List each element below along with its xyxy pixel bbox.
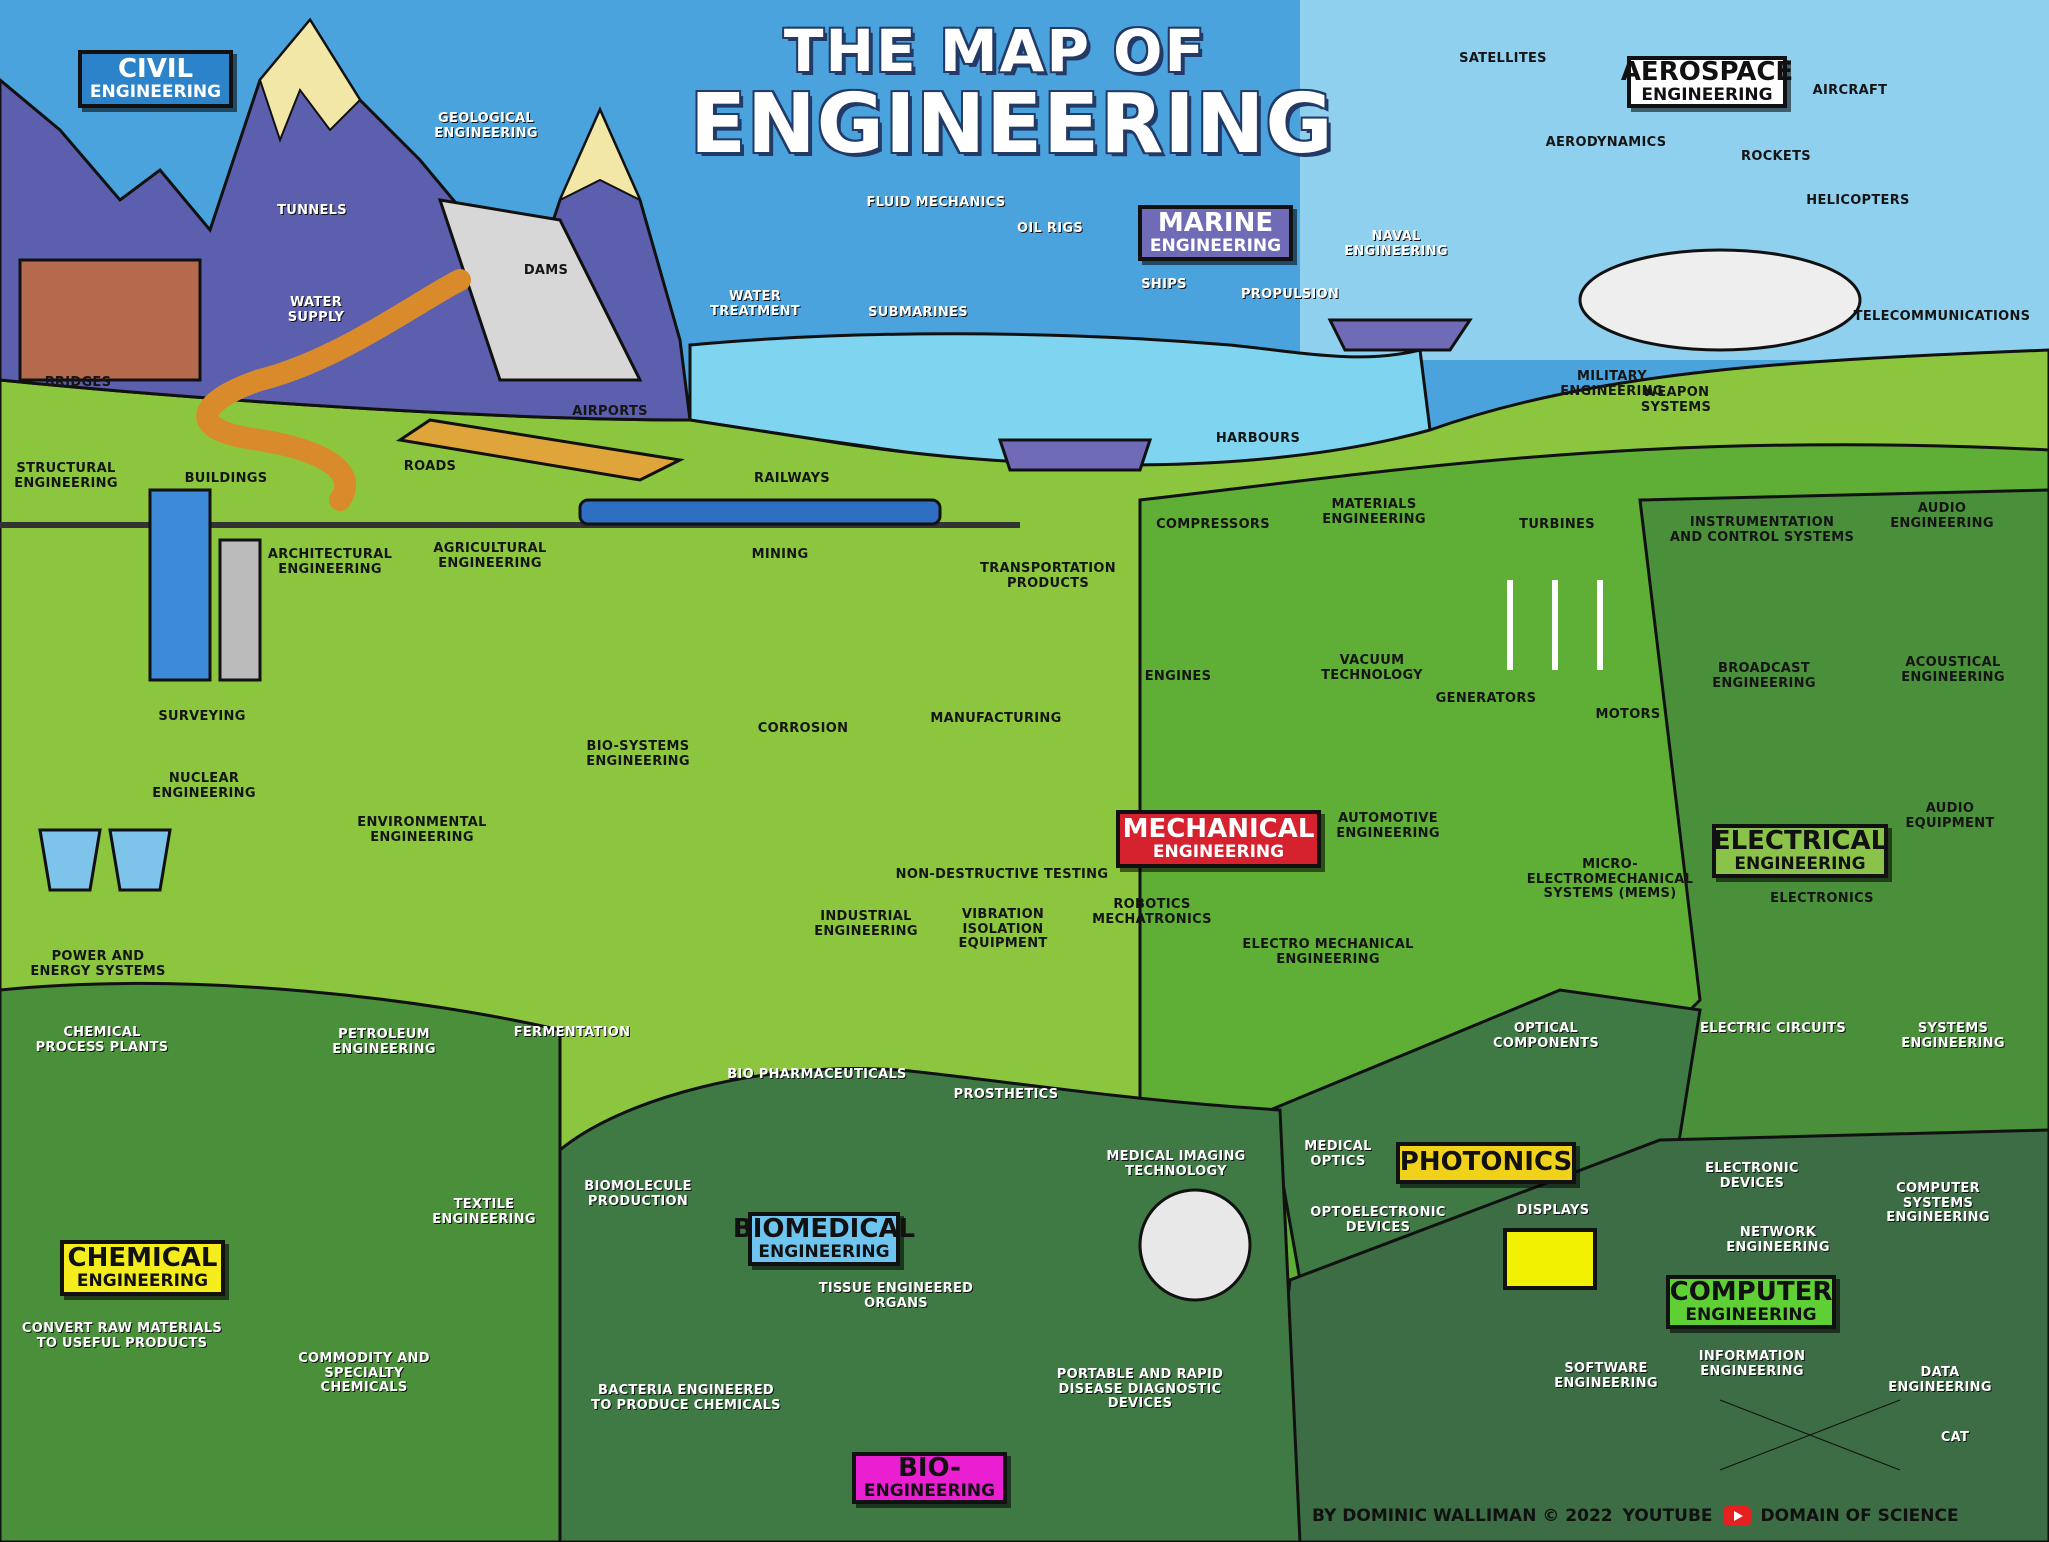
skyscraper (148, 488, 212, 682)
rocket-smoke (1578, 248, 1862, 352)
land-chemical (0, 982, 562, 1542)
display (1503, 1228, 1597, 1290)
youtube-label: YOUTUBE (1622, 1506, 1713, 1526)
credit-line: BY DOMINIC WALLIMAN © 2022 YOUTUBE DOMAI… (1312, 1506, 1959, 1526)
runway (396, 418, 685, 482)
tower (218, 538, 262, 682)
neural-network (1719, 1399, 1901, 1471)
ship (1327, 318, 1473, 352)
author-credit: BY DOMINIC WALLIMAN © 2022 (1312, 1506, 1613, 1526)
cargo-ship (997, 438, 1153, 472)
dam (437, 198, 643, 382)
road (196, 269, 471, 511)
land-biomedical (558, 1066, 1302, 1542)
channel-name: DOMAIN OF SCIENCE (1760, 1506, 1959, 1526)
title-line-2: ENGINEERING (690, 77, 1334, 172)
youtube-play-icon (1722, 1506, 1751, 1526)
mountain-snow (258, 18, 643, 203)
cooling-tower (38, 828, 172, 892)
map-title: THE MAP OF ENGINEERING (690, 17, 1334, 172)
train (578, 498, 942, 526)
mri-scanner (1138, 1188, 1252, 1302)
bridge (18, 258, 202, 382)
title-line-1: THE MAP OF (783, 17, 1207, 85)
